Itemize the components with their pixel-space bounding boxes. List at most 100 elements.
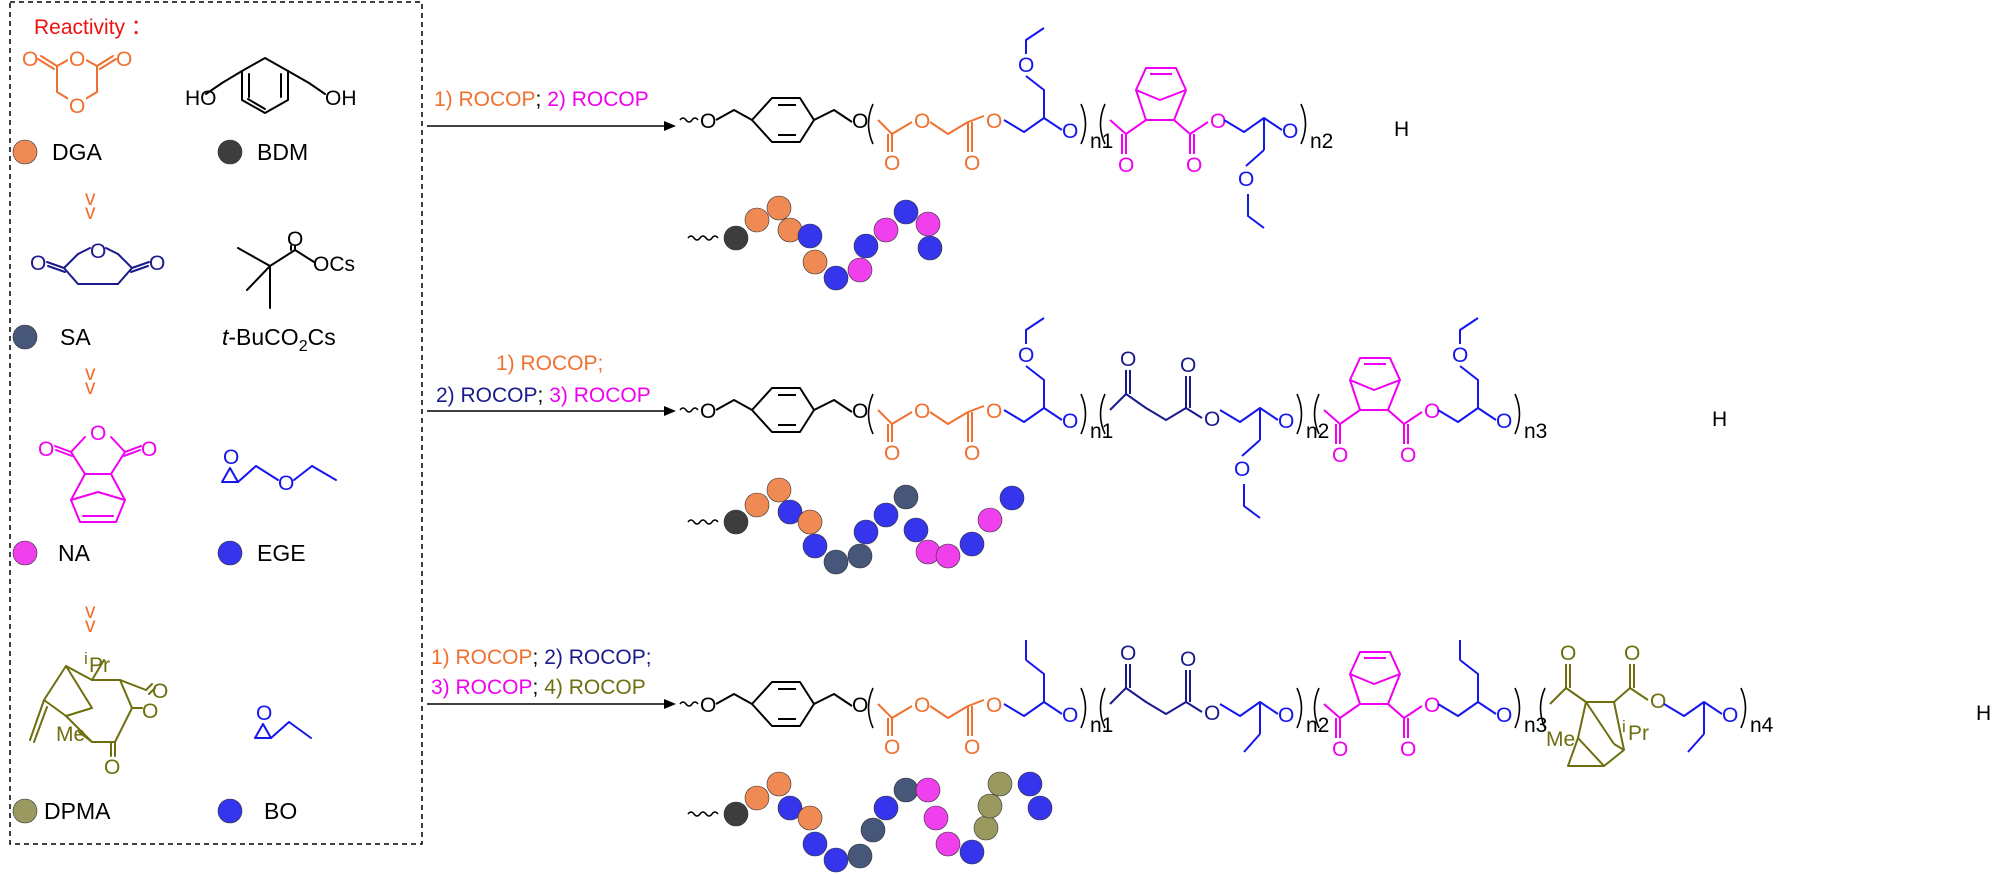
chain-2-bead: [744, 492, 770, 518]
bond: [1247, 194, 1265, 229]
chain-3-bead: [860, 817, 886, 843]
chain-squiggle: [687, 235, 719, 241]
chain-2-bead: [959, 531, 985, 557]
cspiv-structure: [237, 245, 315, 309]
sa-carbonyl-o: O: [1120, 348, 1136, 371]
paren-right: [1080, 393, 1087, 435]
bond: [1219, 701, 1279, 717]
reaction-3-conditions-line2: 3) ROCOP; 4) ROCOP: [431, 676, 646, 699]
paren-right: [1514, 687, 1521, 729]
bond: [1185, 701, 1203, 713]
chain-2-bead: [802, 533, 828, 559]
bond: [967, 115, 985, 123]
sa-carbonyl-o-left: O: [30, 252, 46, 275]
ege-sidechain-o: O: [1238, 168, 1254, 191]
bond: [1323, 409, 1405, 425]
na-structure: [54, 436, 142, 523]
dpma-carbonyl-o-bottom: O: [104, 756, 120, 779]
sa-carbonyl-o-right: O: [149, 252, 165, 275]
chain-1-bead: [915, 211, 941, 237]
reaction-2-arrow: 1) ROCOP; 2) ROCOP; 3) ROCOP: [427, 352, 676, 416]
legend-bead-na: [12, 540, 38, 566]
chain-1-bead: [797, 223, 823, 249]
legend-bead-sa: [12, 324, 38, 350]
legend-bead-ege: [217, 540, 243, 566]
dga-ring-oxygen: O: [69, 48, 85, 71]
ege-structure: [221, 465, 337, 483]
chain-2-bead: [873, 502, 899, 528]
paren-left: [1099, 103, 1106, 145]
bond: [1109, 393, 1187, 421]
na-carbonyl-o: O: [1332, 738, 1348, 761]
na-carbonyl-o-left: O: [38, 438, 54, 461]
benzyl-oxygen-right: O: [852, 400, 868, 423]
reactivity-arrow-3b: v: [85, 614, 96, 637]
bond: [1403, 705, 1423, 719]
dga-ether-o: O: [914, 694, 930, 717]
repeat-subscript: n2: [1310, 130, 1333, 153]
legend-label-sa: SA: [60, 324, 91, 350]
bond: [1003, 407, 1063, 423]
dpma-carbonyl-o-2: O: [1624, 642, 1640, 665]
chain-1-bead: [893, 199, 919, 225]
repeat-subscript: n3: [1524, 420, 1547, 443]
chain-1-bead: [823, 265, 849, 291]
na-ester-o: O: [1424, 694, 1440, 717]
legend-label-ege: EGE: [257, 540, 306, 566]
chain-end-h: H: [1976, 702, 1991, 725]
dpma-ipr-label: Pr: [89, 654, 110, 677]
dga-ether-o: O: [914, 400, 930, 423]
dga-carbonyl-o: O: [884, 736, 900, 759]
bond: [1629, 687, 1649, 701]
bond: [1585, 701, 1615, 745]
bo-structure: [254, 721, 312, 739]
chain-1-bead: [873, 217, 899, 243]
dga-carbonyl-o: O: [884, 442, 900, 465]
chain-2-bead: [935, 543, 961, 569]
legend-bead-dpma: [12, 798, 38, 824]
bond: [1459, 659, 1479, 702]
repeat-subscript: n1: [1090, 130, 1113, 153]
chain-squiggle: [687, 811, 719, 817]
bond: [1243, 484, 1261, 519]
chain-end-h: H: [1394, 118, 1409, 141]
bdm-ho-left: HO: [185, 87, 217, 110]
bond: [1025, 659, 1045, 702]
dpma-ipr-sup: i: [1622, 717, 1626, 736]
na-carbonyl-o-right: O: [141, 438, 157, 461]
bond: [1245, 149, 1265, 167]
paren-right: [1514, 393, 1521, 435]
chain-2-bead: [977, 507, 1003, 533]
ege-backbone-o: O: [1496, 704, 1512, 727]
chain-3-bead: [777, 795, 803, 821]
legend-bead-bdm: [217, 139, 243, 165]
chain-2-bead: [903, 517, 929, 543]
bond: [1189, 121, 1209, 135]
dga-carbonyl-o-left: O: [22, 48, 38, 71]
benzyl-oxygen-right: O: [852, 694, 868, 717]
ege-sidechain-o: O: [1018, 344, 1034, 367]
bond: [877, 409, 913, 425]
ege-backbone-o: O: [1496, 410, 1512, 433]
paren-right: [1296, 393, 1303, 435]
chain-3-bead: [893, 777, 919, 803]
bond: [1567, 701, 1625, 767]
benzyl-oxygen-left: O: [700, 110, 716, 133]
reactivity-arrow-1: v: [85, 187, 96, 210]
bond: [1349, 357, 1401, 411]
chain-2-bead: [999, 485, 1025, 511]
bond: [1003, 117, 1063, 133]
chain-3-bead: [987, 771, 1013, 797]
ege-backbone-o: O: [1062, 704, 1078, 727]
reaction-2-conditions-line1: 1) ROCOP;: [496, 352, 603, 375]
bond: [1025, 75, 1045, 118]
ege-sidechain-o: O: [1452, 344, 1468, 367]
reactivity-legend: Reactivity ： O O O O HO OH: [9, 1, 423, 845]
paren-left: [1313, 687, 1320, 729]
benzyl-oxygen-left: O: [700, 694, 716, 717]
bond: [1577, 737, 1605, 767]
sa-carbonyl-o-2: O: [1180, 648, 1196, 671]
chain-3-bead: [923, 805, 949, 831]
